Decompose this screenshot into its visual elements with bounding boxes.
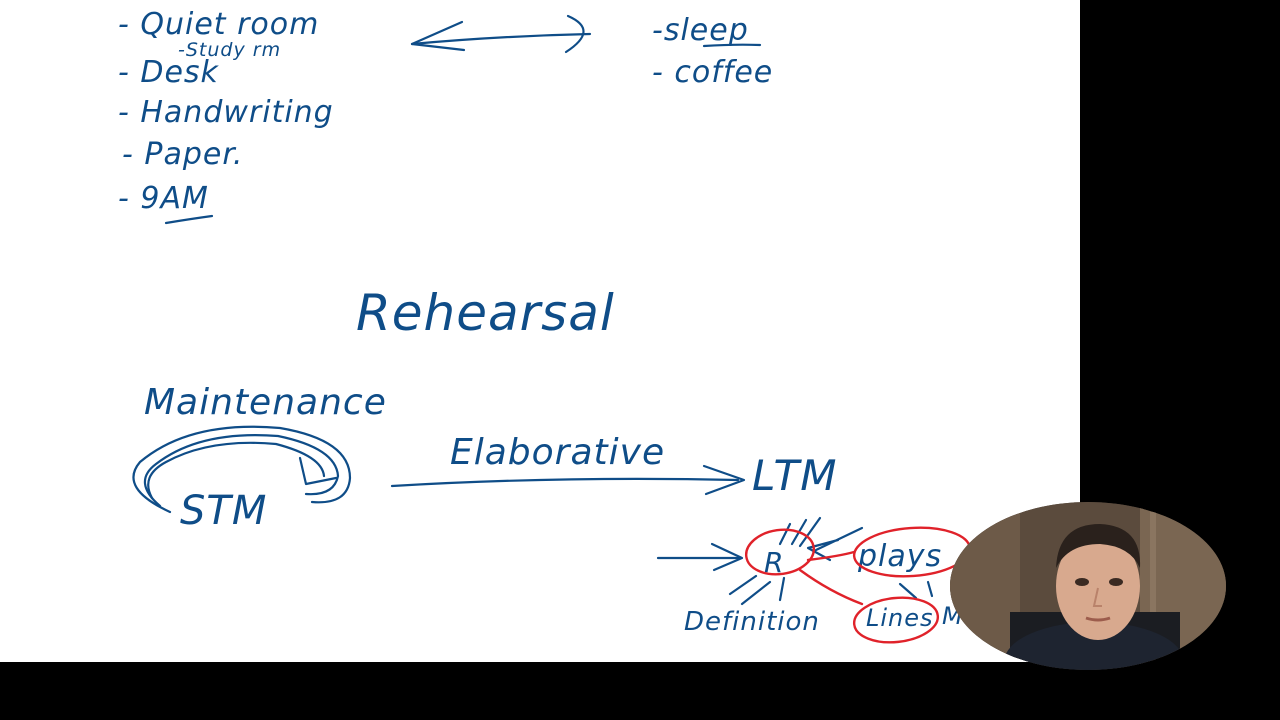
heading-rehearsal: Rehearsal [356,284,615,342]
list-item-quiet-room: - Quiet room [118,7,319,42]
list-item-desk: - Desk [118,55,220,90]
presenter-video [950,502,1226,670]
branch-lines [898,580,934,600]
arrow-into-r-head [710,542,744,572]
elaborative-arrow-line [390,477,740,488]
list-item-sleep: -sleep [652,13,749,48]
label-ltm: LTM [752,451,837,500]
list-item-9am: - 9AM [118,181,209,216]
underline-9am [164,214,214,225]
loop-arrow-head [298,456,338,486]
underline-sleep [702,43,762,48]
loop-middle [143,434,340,508]
double-arrow-head-left [410,20,466,52]
whiteboard: - Quiet room -Study rm - Desk - Handwrit… [0,0,1080,662]
label-lines: Lines [866,604,934,632]
label-definition: Definition [684,607,820,637]
double-arrow-head-right [564,14,585,54]
red-circle-r [744,528,816,576]
red-circle-lines [852,596,940,644]
red-link-r-lines [798,568,864,606]
label-elaborative: Elaborative [450,432,665,473]
loop-outer [132,425,352,514]
list-item-handwriting: - Handwriting [118,95,334,130]
red-link-r-plays [806,550,856,562]
double-arrow-line [410,32,592,46]
handwritten-notes: - Quiet room -Study rm - Desk - Handwrit… [118,7,972,644]
list-subitem-study-room: -Study rm [178,39,281,61]
elaborative-arrow-head [702,464,746,496]
label-plays: plays [857,539,942,574]
label-r: R [764,546,784,579]
label-maintenance: Maintenance [144,382,387,423]
webcam-overlay [950,502,1226,670]
list-item-paper: - Paper. [122,137,243,172]
arrow-marks-bottom [728,574,786,606]
arrows-between-nodes [806,526,864,562]
loop-inner [147,441,326,500]
label-stm: STM [180,488,267,534]
list-item-coffee: - coffee [652,55,773,90]
